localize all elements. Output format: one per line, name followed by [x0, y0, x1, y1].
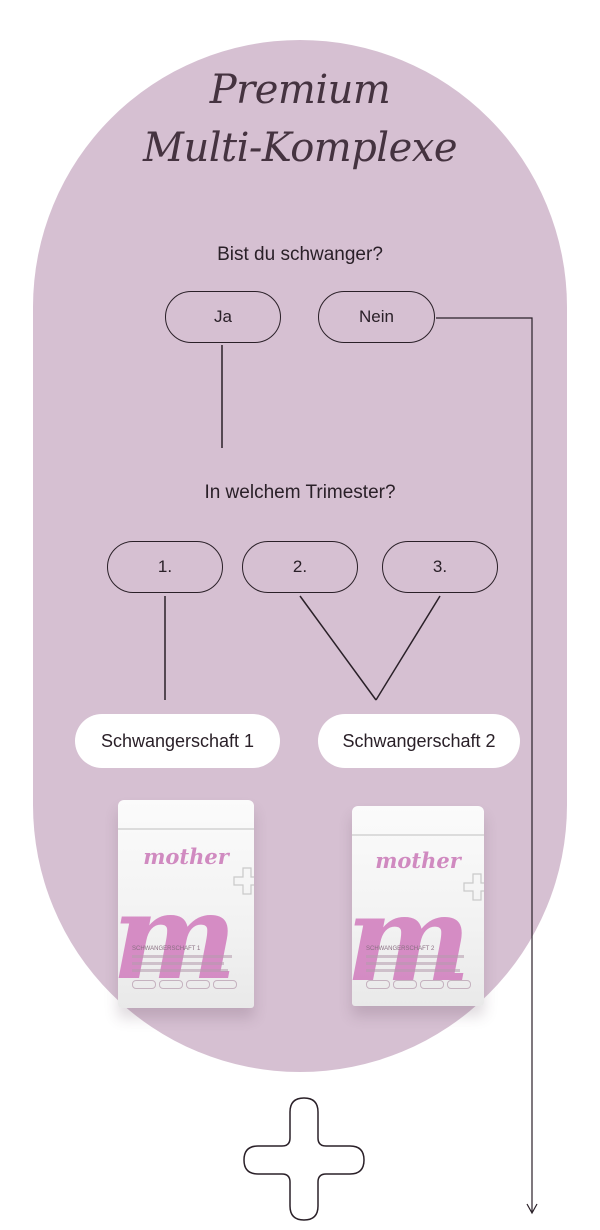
option-trimester-3-button[interactable]: 3.	[382, 541, 498, 593]
option-nein-button[interactable]: Nein	[318, 291, 435, 343]
pouch-zip	[118, 828, 254, 830]
option-ja-button[interactable]: Ja	[165, 291, 281, 343]
product-pouch-2[interactable]: mother m SCHWANGERSCHAFT 2	[352, 806, 484, 1006]
question-pregnant: Bist du schwanger?	[217, 244, 383, 265]
pouch-m-graphic: m	[352, 869, 471, 1006]
pouch-label-text: SCHWANGERSCHAFT 2	[366, 946, 474, 989]
pouch-brand-logo: mother	[143, 844, 229, 869]
pouch-m-graphic: m	[118, 867, 237, 1006]
pouch-brand-logo: mother	[375, 848, 461, 873]
product-pouch-1[interactable]: mother m SCHWANGERSCHAFT 1	[118, 800, 254, 1008]
arrow-down-icon	[526, 1203, 538, 1215]
plus-outline-icon	[243, 1097, 365, 1221]
result-schwangerschaft-1[interactable]: Schwangerschaft 1	[75, 714, 280, 768]
headline-line-2: Multi-Komplexe	[142, 125, 458, 171]
pouch-plus-icon	[463, 873, 484, 901]
pouch-label-text: SCHWANGERSCHAFT 1	[132, 946, 240, 989]
question-trimester: In welchem Trimester?	[204, 482, 396, 503]
pouch-zip	[352, 834, 484, 836]
option-trimester-2-button[interactable]: 2.	[242, 541, 358, 593]
headline-line-1: Premium	[209, 67, 391, 113]
result-schwangerschaft-2[interactable]: Schwangerschaft 2	[318, 714, 520, 768]
option-trimester-1-button[interactable]: 1.	[107, 541, 223, 593]
pouch-plus-icon	[233, 867, 254, 895]
